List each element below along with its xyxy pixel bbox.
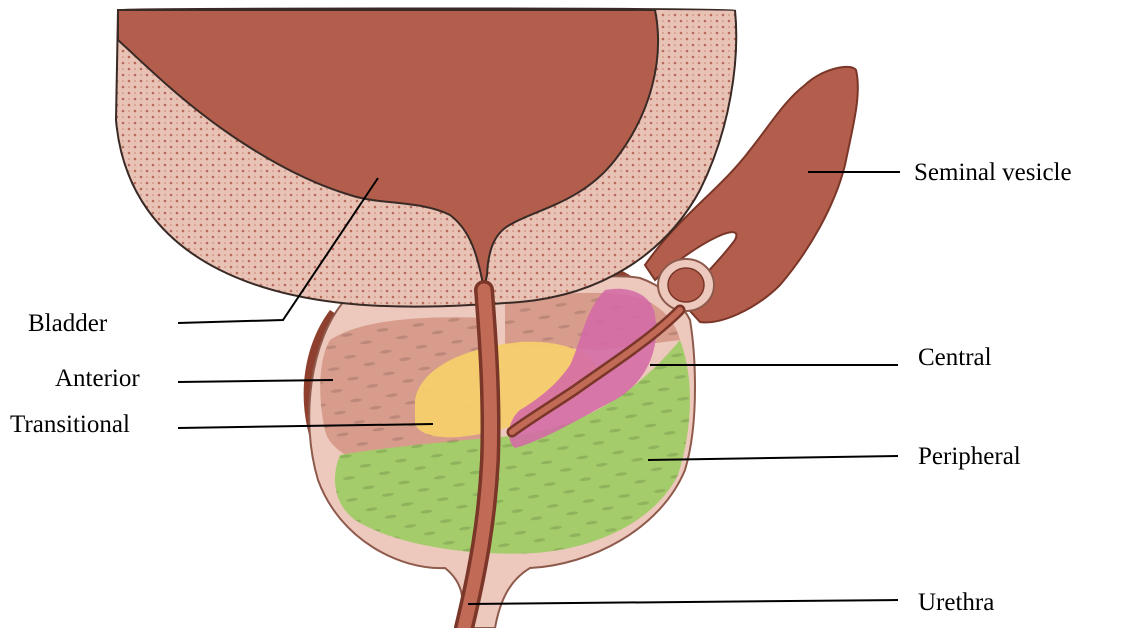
label-seminal-vesicle: Seminal vesicle bbox=[914, 160, 1072, 185]
label-central: Central bbox=[918, 345, 992, 370]
leader-line-urethra bbox=[468, 600, 898, 604]
label-bladder: Bladder bbox=[28, 311, 107, 336]
label-transitional: Transitional bbox=[10, 412, 130, 437]
label-urethra: Urethra bbox=[918, 590, 994, 615]
label-anterior: Anterior bbox=[55, 366, 140, 391]
label-peripheral: Peripheral bbox=[918, 444, 1021, 469]
seminal-vesicle-duct-lumen bbox=[668, 268, 704, 302]
